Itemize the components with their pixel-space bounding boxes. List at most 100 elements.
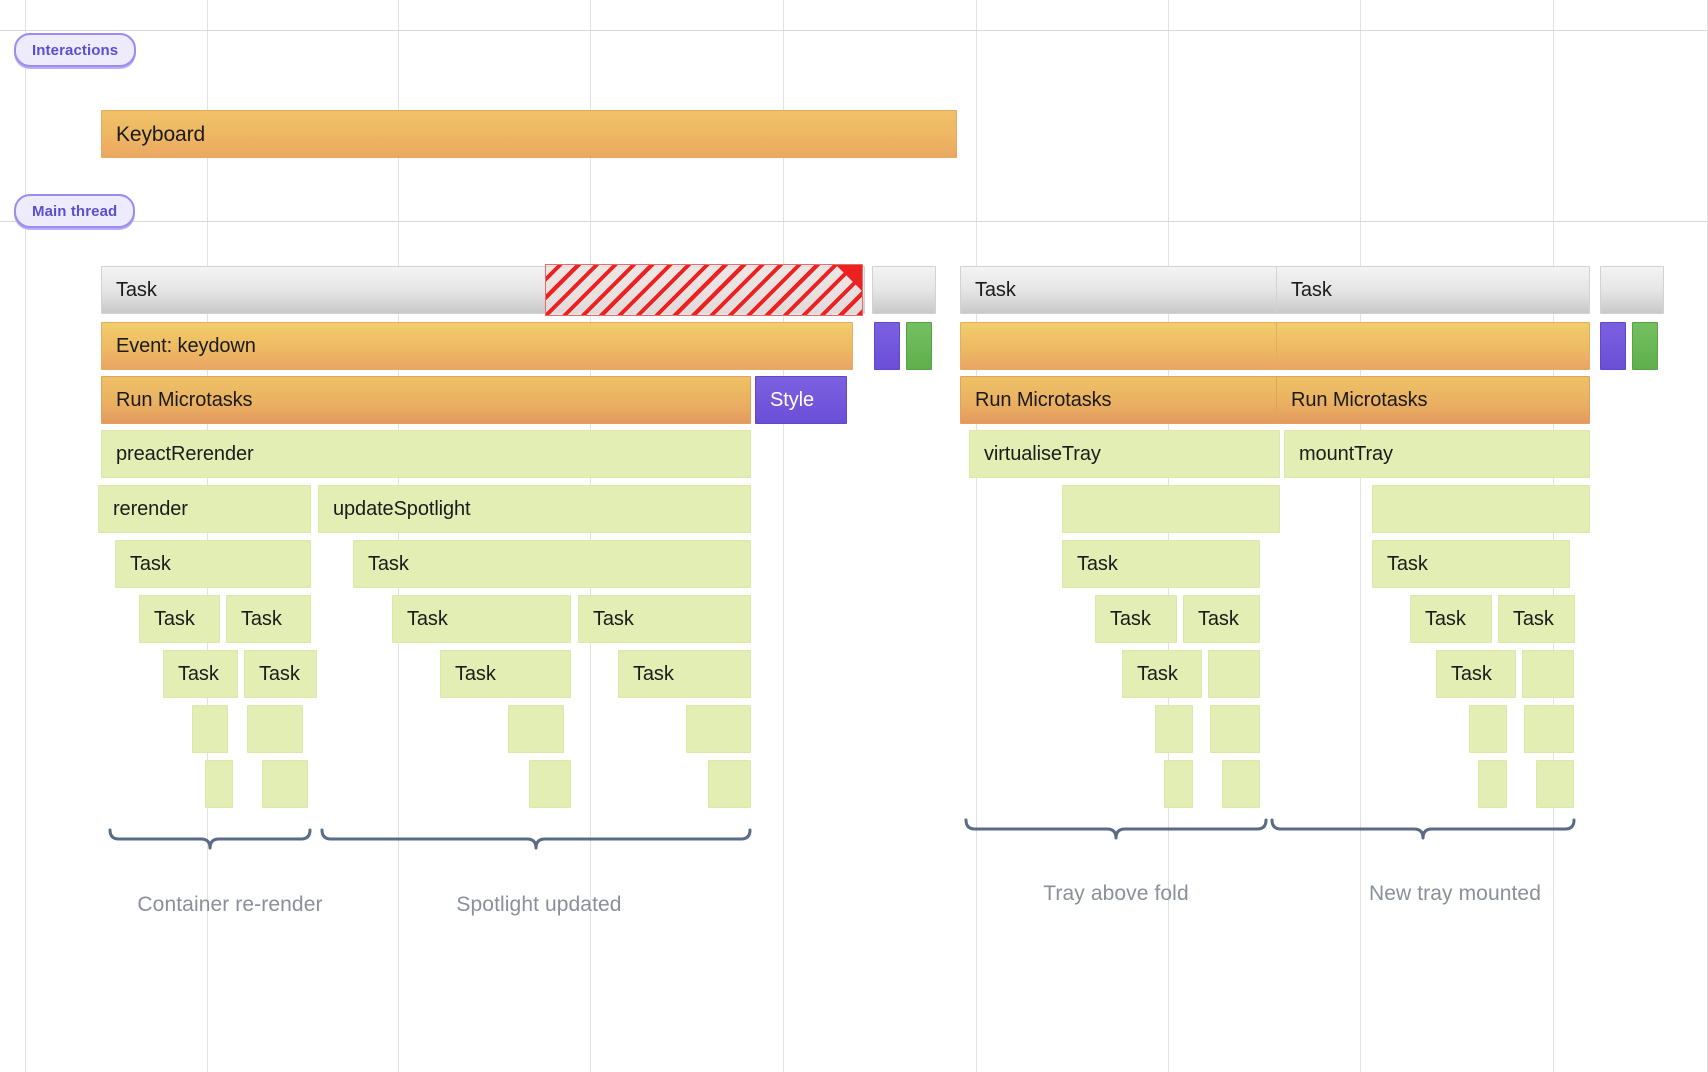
flame-block-run-microtasks-15[interactable]: Run Microtasks <box>1276 376 1590 424</box>
track-label-main-thread[interactable]: Main thread <box>14 194 136 228</box>
block-label: Task <box>455 663 496 685</box>
block-label: Keyboard <box>116 122 206 146</box>
block-label: Event: keydown <box>116 335 256 357</box>
gridline-vertical-7 <box>1360 0 1361 1072</box>
flame-block-preactrerender-16[interactable]: preactRerender <box>101 430 751 478</box>
flame-block-unlabeled-58[interactable] <box>1536 760 1574 808</box>
flame-block-unlabeled-57[interactable] <box>1478 760 1507 808</box>
block-label: Task <box>1137 663 1178 685</box>
annotation-label-new-tray-mounted: New tray mounted <box>1368 882 1541 905</box>
block-label: preactRerender <box>116 443 254 465</box>
flame-block-unlabeled-56[interactable] <box>1222 760 1260 808</box>
flame-block-unlabeled-1[interactable] <box>872 266 936 314</box>
bracket-tray-above-fold <box>964 818 1268 850</box>
block-label: Task <box>1198 608 1239 630</box>
block-label: virtualiseTray <box>984 443 1101 465</box>
bracket-container-re-render <box>108 828 312 860</box>
flame-block-task-36[interactable]: Task <box>244 650 317 698</box>
flame-block-task-34[interactable]: Task <box>1498 595 1575 643</box>
flame-block-task-32[interactable]: Task <box>1183 595 1260 643</box>
flame-block-unlabeled-51[interactable] <box>205 760 233 808</box>
flame-block-run-microtasks-12[interactable]: Run Microtasks <box>101 376 751 424</box>
flame-block-mounttray-18[interactable]: mountTray <box>1284 430 1590 478</box>
block-label: Task <box>975 279 1016 301</box>
block-label: Task <box>1077 553 1118 575</box>
flame-block-unlabeled-49[interactable] <box>1469 705 1507 753</box>
flame-block-virtualisetray-17[interactable]: virtualiseTray <box>969 430 1280 478</box>
block-label: Task <box>1291 279 1332 301</box>
block-label: mountTray <box>1299 443 1393 465</box>
flame-block-unlabeled-45[interactable] <box>508 705 564 753</box>
flame-block-unlabeled-43[interactable] <box>192 705 228 753</box>
flame-block-unlabeled-50[interactable] <box>1524 705 1574 753</box>
flame-block-task-35[interactable]: Task <box>163 650 238 698</box>
flame-block-task-37[interactable]: Task <box>440 650 571 698</box>
block-label: Task <box>178 663 219 685</box>
block-label: Task <box>1425 608 1466 630</box>
flame-block-task-26[interactable]: Task <box>1372 540 1570 588</box>
flame-block-unlabeled-54[interactable] <box>708 760 751 808</box>
block-label: Task <box>154 608 195 630</box>
flame-block-task-2[interactable]: Task <box>960 266 1280 314</box>
block-label: Task <box>407 608 448 630</box>
block-label: updateSpotlight <box>333 498 471 520</box>
flame-block-rerender-19[interactable]: rerender <box>98 485 311 533</box>
flame-block-unlabeled-55[interactable] <box>1164 760 1193 808</box>
flame-block-task-30[interactable]: Task <box>578 595 751 643</box>
block-label: Run Microtasks <box>975 389 1112 411</box>
flame-block-unlabeled-7[interactable] <box>906 322 932 370</box>
flame-block-task-38[interactable]: Task <box>618 650 751 698</box>
flame-block-unlabeled-53[interactable] <box>529 760 571 808</box>
interaction-block-keyboard-0[interactable]: Keyboard <box>101 110 957 158</box>
flame-block-unlabeled-52[interactable] <box>262 760 308 808</box>
flame-block-unlabeled-4[interactable] <box>1600 266 1664 314</box>
flame-block-task-33[interactable]: Task <box>1410 595 1492 643</box>
flame-block-unlabeled-11[interactable] <box>1632 322 1658 370</box>
flame-block-unlabeled-47[interactable] <box>1155 705 1193 753</box>
block-label: Task <box>1513 608 1554 630</box>
flame-block-task-25[interactable]: Task <box>1062 540 1260 588</box>
flame-block-run-microtasks-14[interactable]: Run Microtasks <box>960 376 1280 424</box>
flame-block-event-keydown-5[interactable]: Event: keydown <box>101 322 853 370</box>
flame-block-unlabeled-46[interactable] <box>686 705 751 753</box>
track-label-interactions[interactable]: Interactions <box>14 33 137 67</box>
block-label: Task <box>259 663 300 685</box>
flame-block-unlabeled-42[interactable] <box>1522 650 1574 698</box>
flame-block-unlabeled-8[interactable] <box>960 322 1280 370</box>
flame-block-unlabeled-6[interactable] <box>874 322 900 370</box>
flame-block-unlabeled-40[interactable] <box>1208 650 1260 698</box>
flame-block-task-28[interactable]: Task <box>226 595 311 643</box>
flame-block-task-29[interactable]: Task <box>392 595 571 643</box>
track-label-interactions-text: Interactions <box>32 41 119 59</box>
flame-block-unlabeled-9[interactable] <box>1276 322 1590 370</box>
flame-block-unlabeled-22[interactable] <box>1372 485 1590 533</box>
block-label: Task <box>241 608 282 630</box>
flame-block-task-3[interactable]: Task <box>1276 266 1590 314</box>
flame-block-task-41[interactable]: Task <box>1436 650 1516 698</box>
flame-block-task-31[interactable]: Task <box>1095 595 1177 643</box>
gridline-vertical-8 <box>1553 0 1554 1072</box>
flame-block-unlabeled-48[interactable] <box>1210 705 1260 753</box>
gridline-vertical-6 <box>1168 0 1169 1072</box>
gridline-horizontal-1 <box>0 221 1708 222</box>
annotation-label-spotlight-updated: Spotlight updated <box>456 893 622 916</box>
flame-block-task-27[interactable]: Task <box>139 595 220 643</box>
long-task-warning-overlay[interactable] <box>545 264 863 316</box>
flame-block-unlabeled-10[interactable] <box>1600 322 1626 370</box>
flame-block-task-23[interactable]: Task <box>115 540 311 588</box>
long-task-corner-icon <box>836 265 862 291</box>
flame-block-task-24[interactable]: Task <box>353 540 751 588</box>
flame-block-unlabeled-44[interactable] <box>247 705 303 753</box>
block-label: Task <box>593 608 634 630</box>
block-label: Task <box>130 553 171 575</box>
block-label: Task <box>1451 663 1492 685</box>
bracket-new-tray-mounted <box>1270 818 1576 850</box>
flame-block-updatespotlight-20[interactable]: updateSpotlight <box>318 485 751 533</box>
flame-block-task-39[interactable]: Task <box>1122 650 1202 698</box>
flame-block-unlabeled-21[interactable] <box>1062 485 1280 533</box>
flame-block-style-13[interactable]: Style <box>755 376 847 424</box>
block-label: Run Microtasks <box>1291 389 1428 411</box>
block-label: Style <box>770 389 814 411</box>
gridline-vertical-5 <box>976 0 977 1072</box>
